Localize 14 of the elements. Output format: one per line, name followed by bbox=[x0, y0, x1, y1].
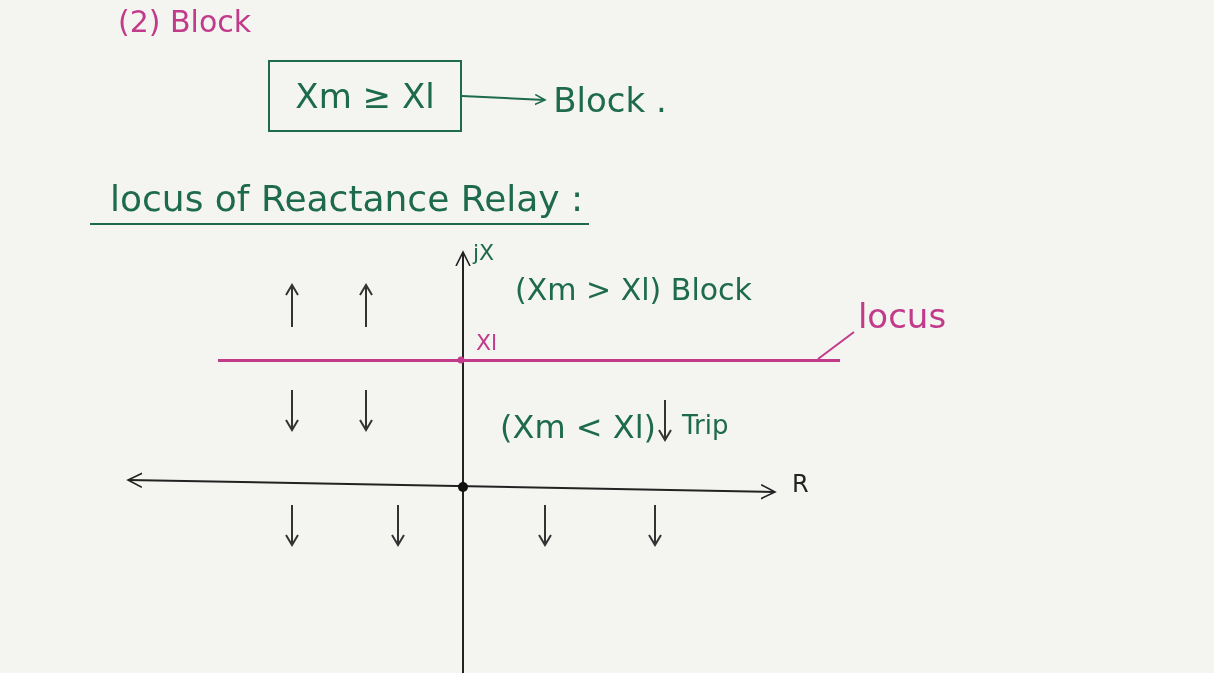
title: (2) Block bbox=[118, 4, 252, 39]
axis-label: jX bbox=[473, 240, 495, 265]
arrow bbox=[461, 93, 546, 106]
heading: locus of Reactance Relay : bbox=[90, 178, 590, 225]
axis-label: R bbox=[792, 470, 809, 498]
node-text: Block . bbox=[545, 78, 675, 122]
axis-label: (Xm < Xl) bbox=[500, 408, 657, 446]
leader-line bbox=[817, 331, 855, 360]
axis-label: (Xm > Xl) Block bbox=[515, 272, 752, 307]
axis-label: Xl bbox=[476, 330, 498, 355]
locus-line bbox=[218, 359, 840, 362]
condition-box: Xm ≥ Xl bbox=[268, 60, 462, 132]
axis-label: Trip bbox=[682, 410, 729, 440]
node-text: locus bbox=[852, 296, 952, 336]
